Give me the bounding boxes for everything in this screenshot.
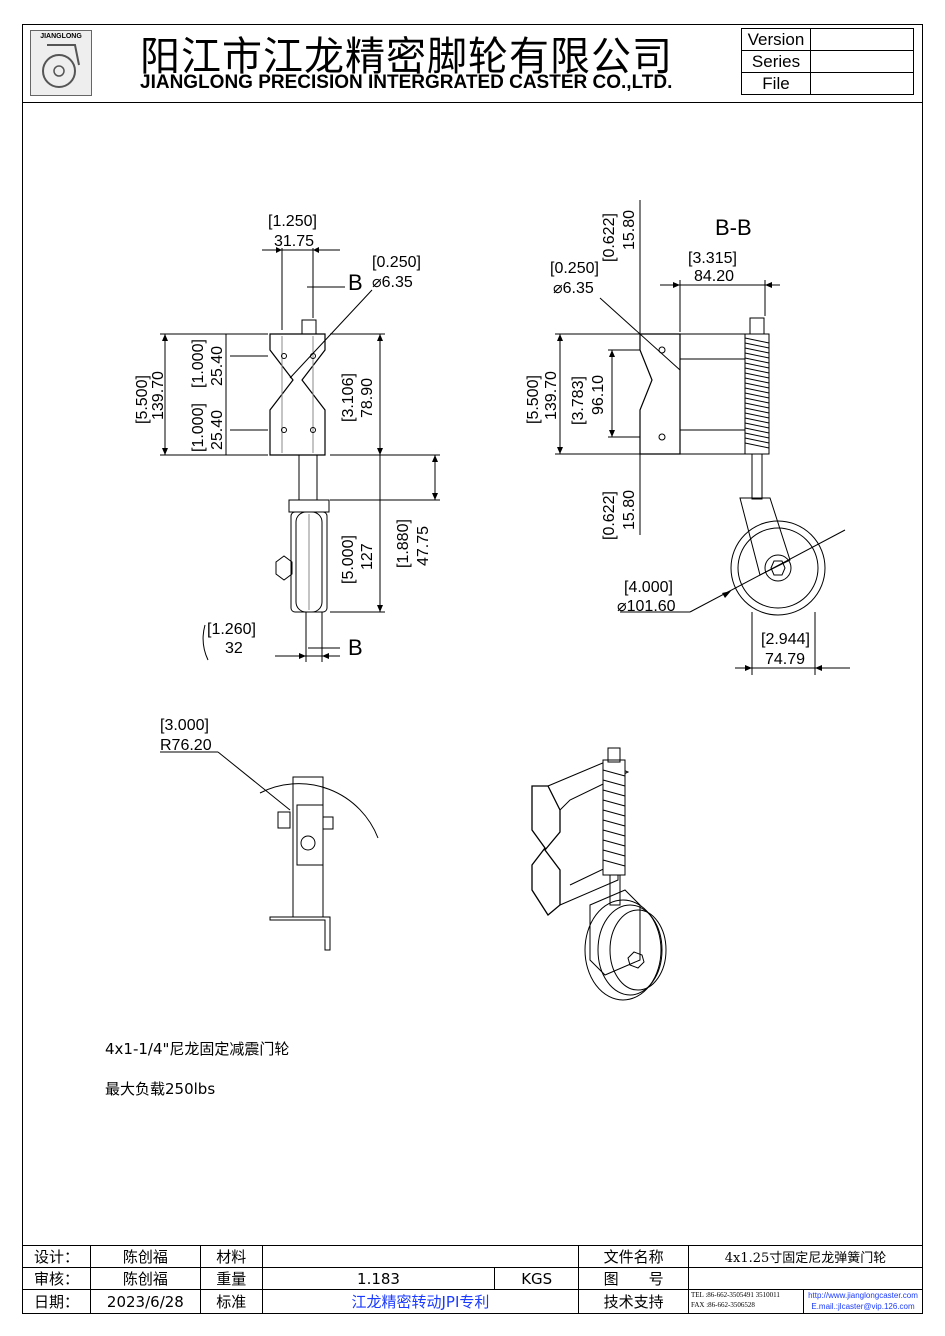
section-mark-bottom: B xyxy=(348,635,363,660)
side-view xyxy=(160,751,379,951)
product-description: 4x1-1/4"尼龙固定减震门轮 xyxy=(105,1040,290,1058)
dim-bracket-mm: 78.90 xyxy=(359,378,376,418)
dim-height-in: [5.500] xyxy=(134,375,151,424)
dim-sec-mid-in: [3.783] xyxy=(570,376,587,425)
date-label: 日期： xyxy=(22,1289,91,1314)
fax-text: FAX :86-662-3506528 xyxy=(691,1301,755,1309)
section-mark-top: B xyxy=(348,270,363,295)
dim-top-in: [1.250] xyxy=(268,213,317,230)
dim-radius-in: [3.000] xyxy=(160,717,209,734)
front-view xyxy=(160,248,440,662)
dim-wheel-height-in: [5.000] xyxy=(340,535,357,584)
dim-sec-height-in: [5.500] xyxy=(525,375,542,424)
date-value: 2023/6/28 xyxy=(89,1289,201,1314)
drawing-no-value xyxy=(688,1267,923,1290)
dim-height-mm: 139.70 xyxy=(150,371,167,420)
standard-label: 标准 xyxy=(199,1289,263,1314)
drawing-frame xyxy=(22,24,923,1314)
file-name-label: 文件名称 xyxy=(578,1245,689,1268)
company-logo: JIANGLONG xyxy=(30,30,92,96)
section-title: B-B xyxy=(715,215,752,240)
file-value xyxy=(810,72,914,95)
logo-text: JIANGLONG xyxy=(40,33,82,40)
title-block: 设计： 陈创福 材料 文件名称 4x1.25寸固定尼龙弹簧门轮 审核： 陈创福 … xyxy=(22,1245,923,1314)
design-label: 设计： xyxy=(22,1245,91,1268)
dim-sec-hole-in: [0.250] xyxy=(550,260,599,277)
dim-sec-hole-mm: ⌀6.35 xyxy=(553,280,594,297)
dim-offset-mm: 74.79 xyxy=(765,651,805,668)
dim-bottom-offset-mm: 15.80 xyxy=(621,490,638,530)
website-link[interactable]: http://www.jianglongcaster.com xyxy=(808,1291,918,1300)
dim-top-offset-in: [0.622] xyxy=(601,213,618,262)
dim-width-in: [1.260] xyxy=(207,621,256,638)
dim-depth-mm: 84.20 xyxy=(694,268,734,285)
dim-top-mm: 31.75 xyxy=(274,233,314,250)
dim-bracket-in: [3.106] xyxy=(340,373,357,422)
version-table: Version Series File xyxy=(741,28,914,95)
drawing-no-label: 图 号 xyxy=(578,1267,689,1290)
dim-bottom-offset-in: [0.622] xyxy=(601,491,618,540)
review-value: 陈创福 xyxy=(89,1267,201,1290)
dim-sec-mid-mm: 96.10 xyxy=(590,375,607,415)
header-divider xyxy=(22,102,923,103)
isometric-view xyxy=(531,747,667,1001)
dim-sec-height-mm: 139.70 xyxy=(543,371,560,420)
dim-hole-spacing-2-in: [1.000] xyxy=(190,403,207,452)
material-value xyxy=(261,1245,580,1268)
support-label: 技术支持 xyxy=(578,1289,689,1314)
company-name-cn: 阳江市江龙精密脚轮有限公司 xyxy=(140,34,673,80)
tel-text: TEL :86-662-3505491 3510011 xyxy=(691,1291,780,1299)
email-link[interactable]: E.mail.:jlcaster@vip.126.com xyxy=(811,1302,915,1311)
technical-drawing: [1.250] 31.75 [0.250] ⌀6.35 B B [5.500] … xyxy=(134,200,850,1001)
weight-unit: KGS xyxy=(494,1267,580,1290)
caster-logo-icon xyxy=(42,44,80,88)
file-name-value: 4x1.25寸固定尼龙弹簧门轮 xyxy=(688,1245,923,1268)
dim-diameter-mm: ⌀101.60 xyxy=(617,598,676,615)
dim-radius-mm: R76.20 xyxy=(160,737,212,754)
weight-label: 重量 xyxy=(199,1267,263,1290)
dim-hole-spacing-1-in: [1.000] xyxy=(190,339,207,388)
dim-width-mm: 32 xyxy=(225,640,243,657)
company-name-en: JIANGLONG PRECISION INTERGRATED CASTER C… xyxy=(140,72,673,93)
dim-hole-spacing-1-mm: 25.40 xyxy=(209,346,226,386)
dim-hole-mm: ⌀6.35 xyxy=(372,274,413,291)
dim-depth-in: [3.315] xyxy=(688,250,737,267)
dim-top-offset-mm: 15.80 xyxy=(621,210,638,250)
standard-value: 江龙精密转动JPI专利 xyxy=(261,1289,580,1314)
review-label: 审核： xyxy=(22,1267,91,1290)
dim-hole-spacing-2-mm: 25.40 xyxy=(209,410,226,450)
contact-cell: TEL :86-662-3505491 3510011 FAX :86-662-… xyxy=(688,1289,923,1314)
section-view xyxy=(555,200,850,675)
dim-fork-mm: 47.75 xyxy=(415,526,432,566)
dim-offset-in: [2.944] xyxy=(761,631,810,648)
material-label: 材料 xyxy=(199,1245,263,1268)
dim-wheel-height-mm: 127 xyxy=(359,543,376,570)
weight-value: 1.183 xyxy=(261,1267,496,1290)
design-value: 陈创福 xyxy=(89,1245,201,1268)
dim-hole-in: [0.250] xyxy=(372,254,421,271)
dim-diameter-in: [4.000] xyxy=(624,579,673,596)
max-load-note: 最大负载250lbs xyxy=(105,1080,216,1098)
dim-fork-in: [1.880] xyxy=(395,519,412,568)
